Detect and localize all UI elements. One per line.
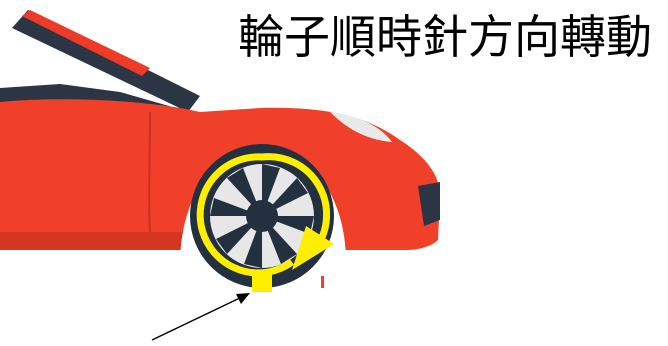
headlight: [330, 112, 392, 142]
front-vent: [418, 182, 440, 226]
pointer-shaft: [151, 295, 245, 341]
door-line: [148, 111, 151, 233]
sill-shadow: [0, 232, 186, 250]
pointer-head: [236, 293, 250, 304]
wheel: [190, 144, 334, 288]
body-panel: [0, 99, 440, 251]
pointer-line-icon: [151, 293, 250, 341]
top-frame-bar: [12, 10, 200, 112]
diagram-caption: 輪子順時針方向轉動: [238, 10, 652, 64]
body-tick: [321, 276, 324, 288]
square-marker-icon: [252, 272, 272, 292]
rotation-arrowhead: [292, 226, 334, 270]
hub: [246, 200, 278, 232]
convertible-top: [0, 10, 200, 112]
top-frame-highlight: [22, 10, 150, 76]
clockwise-arrow-icon: [196, 153, 334, 277]
rotation-arc: [196, 153, 331, 277]
car-body: [0, 99, 440, 288]
